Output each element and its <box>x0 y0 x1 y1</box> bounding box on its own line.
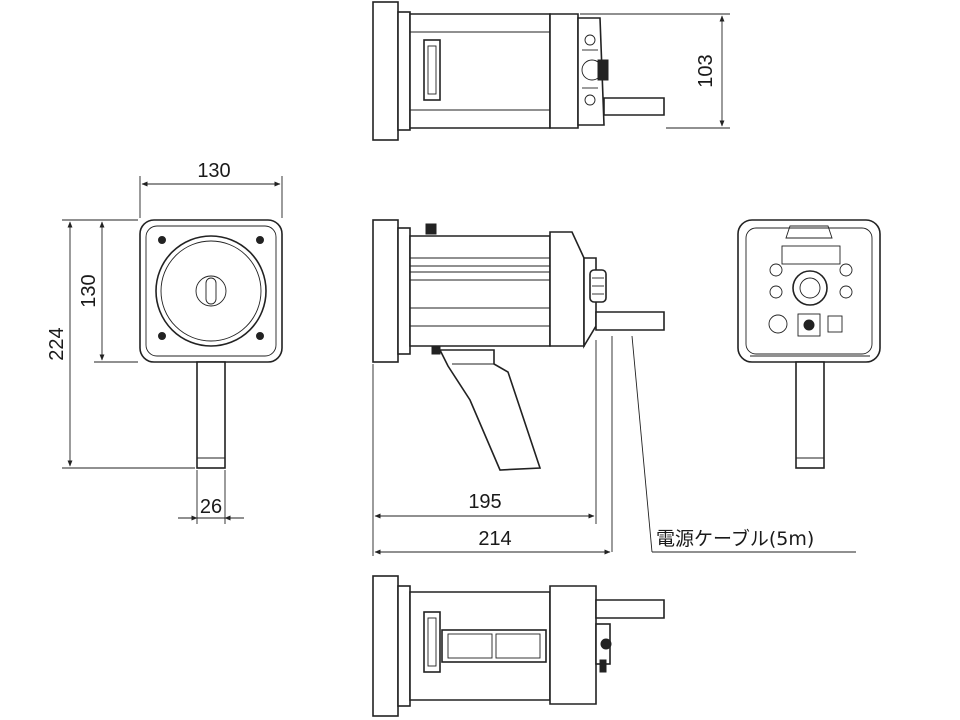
dim-top-depth: 103 <box>695 54 717 87</box>
dim-front-width: 130 <box>197 160 230 182</box>
dim-side-body: 195 <box>468 491 501 513</box>
side-view <box>372 219 856 556</box>
dim-side-total: 214 <box>478 528 511 550</box>
front-view <box>62 176 283 524</box>
top-view <box>372 1 730 141</box>
dim-handle-width: 26 <box>200 496 222 518</box>
dim-total-height: 224 <box>46 327 68 360</box>
rear-view <box>737 219 881 469</box>
dim-front-height: 130 <box>78 274 100 307</box>
bottom-view <box>372 575 665 717</box>
power-cable-label: 電源ケーブル(5m) <box>656 527 814 550</box>
